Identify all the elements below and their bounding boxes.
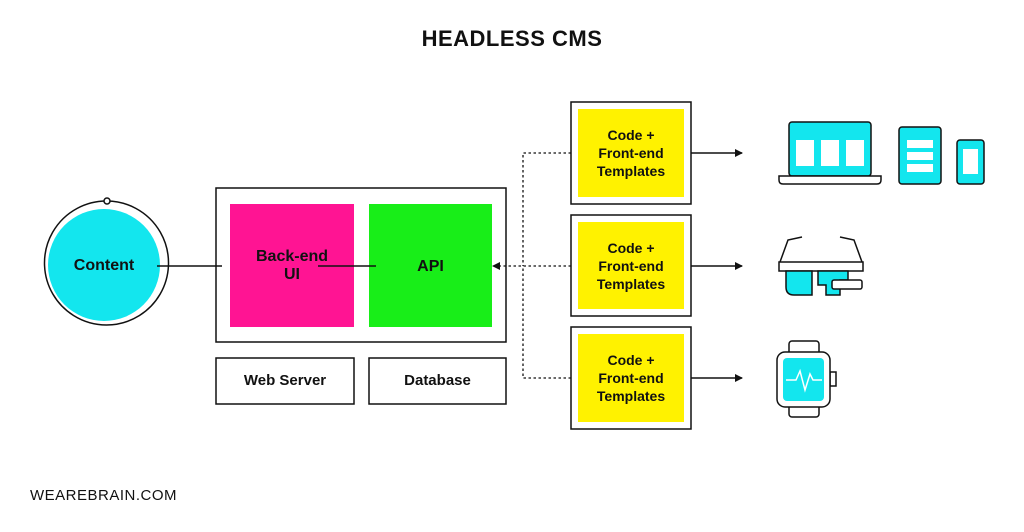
template-box-2 — [570, 214, 692, 317]
content-circle — [48, 209, 160, 321]
dotted-connector-top — [522, 152, 571, 266]
template-label-3: Code + Front-end Templates — [596, 352, 666, 404]
diagram-title: HEADLESS CMS — [421, 26, 603, 51]
dotted-connector-bottom — [522, 266, 571, 379]
smart-glasses-icon — [778, 236, 864, 296]
template-box-3 — [570, 326, 692, 430]
footer-brand: WEAREBRAIN.COM — [30, 487, 178, 504]
content-label: Content — [73, 257, 135, 274]
phone-icon — [956, 139, 985, 185]
tablet-icon — [898, 126, 942, 185]
template-box-1 — [570, 101, 692, 205]
laptop-icon — [778, 121, 882, 185]
content-node — [43, 197, 170, 326]
content-orbit — [43, 200, 170, 326]
smartwatch-icon — [776, 340, 837, 418]
database-label: Database — [404, 372, 471, 389]
template-label-1: Code + Front-end Templates — [596, 127, 666, 179]
orbit-dot — [103, 197, 111, 205]
web-server-box — [215, 357, 355, 405]
api-box — [369, 204, 492, 327]
cms-box — [215, 187, 507, 343]
web-server-label: Web Server — [243, 372, 327, 389]
api-label: API — [417, 258, 444, 275]
backend-ui-label: Back-end UI — [255, 248, 329, 283]
database-box — [368, 357, 507, 405]
template-label-2: Code + Front-end Templates — [596, 239, 666, 292]
